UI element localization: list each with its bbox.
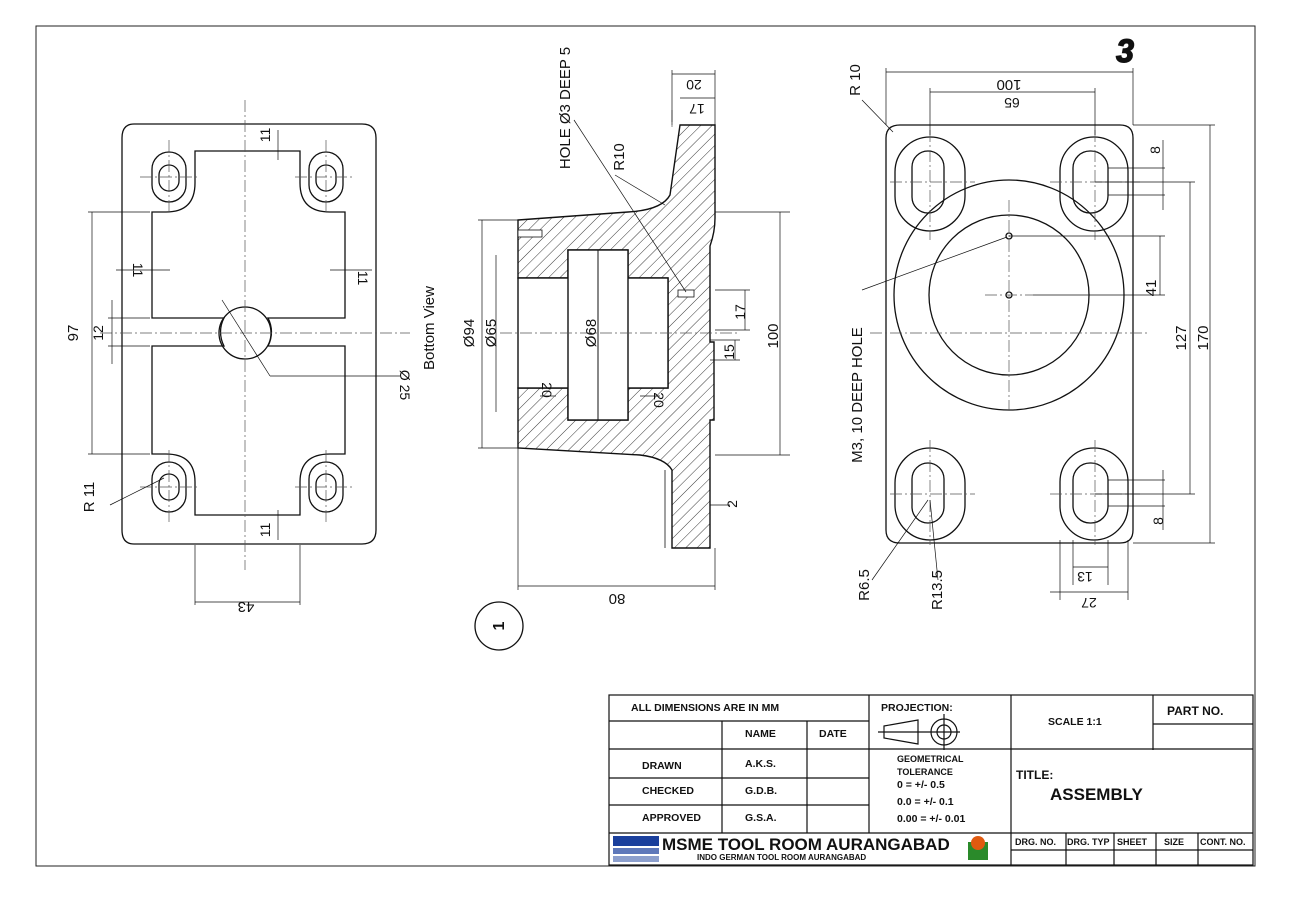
tolerance-2: 0.00 = +/- 0.01 bbox=[897, 813, 966, 825]
tolerance-0: 0 = +/- 0.5 bbox=[897, 779, 945, 791]
dim-20-right: 20 bbox=[651, 392, 667, 408]
msme-logo bbox=[613, 836, 659, 862]
dim-r13-5: R13.5 bbox=[929, 570, 946, 610]
title-label: TITLE: bbox=[1016, 768, 1054, 782]
name-header: NAME bbox=[745, 728, 776, 740]
cont-no-label: CONT. NO. bbox=[1200, 837, 1246, 847]
dim-41: 41 bbox=[1143, 280, 1160, 297]
size-label: SIZE bbox=[1164, 837, 1185, 847]
dim-65: 65 bbox=[1004, 95, 1020, 111]
geometrical-label: GEOMETRICAL bbox=[897, 754, 964, 764]
dim-11-left: 11 bbox=[130, 263, 146, 278]
dim-20-left: 20 bbox=[539, 382, 555, 398]
dim-r11: R 11 bbox=[81, 482, 98, 513]
dim-11-top: 11 bbox=[257, 128, 273, 143]
hole-note: HOLE Ø3 DEEP 5 bbox=[557, 47, 574, 169]
projection-symbol-icon bbox=[878, 714, 960, 750]
bottom-view-centerlines bbox=[100, 100, 410, 570]
dim-r10-top: R 10 bbox=[847, 64, 864, 96]
dim-dia-65: Ø65 bbox=[483, 319, 500, 347]
top-view-dimensions bbox=[861, 68, 1215, 600]
top-view bbox=[885, 124, 1134, 544]
dim-100-section: 100 bbox=[765, 323, 782, 348]
date-header: DATE bbox=[819, 728, 847, 740]
section-view bbox=[517, 124, 716, 549]
drg-no-label: DRG. NO. bbox=[1015, 837, 1057, 847]
dim-97: 97 bbox=[65, 325, 82, 342]
dim-r6-5: R6.5 bbox=[856, 569, 873, 601]
dim-dia-94: Ø94 bbox=[461, 319, 478, 347]
part-balloon bbox=[474, 601, 524, 651]
checked-label: CHECKED bbox=[642, 785, 694, 797]
sheet-border bbox=[35, 25, 1256, 867]
dim-15: 15 bbox=[721, 344, 737, 360]
dim-43: 43 bbox=[238, 598, 255, 615]
dim-100-top: 100 bbox=[996, 76, 1021, 93]
drawing-title: ASSEMBLY bbox=[1050, 785, 1143, 804]
dim-2: 2 bbox=[724, 500, 740, 508]
projection-label: PROJECTION: bbox=[881, 702, 953, 714]
dim-170: 170 bbox=[1195, 325, 1212, 350]
approved-label: APPROVED bbox=[642, 812, 701, 824]
dim-r10-section: R10 bbox=[611, 143, 628, 171]
sheet-label: SHEET bbox=[1117, 837, 1148, 847]
dim-11-bottom: 11 bbox=[257, 523, 273, 538]
m3-hole-note: M3, 10 DEEP HOLE bbox=[849, 327, 866, 463]
dim-27: 27 bbox=[1081, 595, 1097, 611]
bottom-view bbox=[121, 123, 377, 545]
drawn-by: A.K.S. bbox=[745, 758, 776, 770]
dim-80: 80 bbox=[609, 590, 626, 607]
tolerance-label: TOLERANCE bbox=[897, 767, 953, 777]
sheet-number: 3 bbox=[1116, 33, 1134, 69]
dim-8-bottom: 8 bbox=[1150, 517, 1166, 525]
tolerance-1: 0.0 = +/- 0.1 bbox=[897, 796, 954, 808]
dim-127: 127 bbox=[1173, 325, 1190, 350]
dim-12: 12 bbox=[90, 325, 106, 341]
dim-13: 13 bbox=[1077, 569, 1093, 585]
scale-label: SCALE 1:1 bbox=[1048, 716, 1102, 728]
section-view-dimensions bbox=[478, 70, 790, 590]
dim-8-top: 8 bbox=[1147, 146, 1163, 154]
dim-17-top: 17 bbox=[689, 101, 705, 117]
part-no-label: PART NO. bbox=[1167, 704, 1224, 718]
bottom-view-dimensions bbox=[88, 130, 400, 605]
drg-typ-label: DRG. TYP bbox=[1067, 837, 1110, 847]
organization-name: MSME TOOL ROOM AURANGABAD bbox=[662, 835, 950, 854]
dim-11-right: 11 bbox=[355, 271, 371, 286]
drawn-label: DRAWN bbox=[642, 760, 682, 772]
checked-by: G.D.B. bbox=[745, 785, 778, 797]
bottom-view-label: Bottom View bbox=[421, 286, 438, 370]
title-block-grid bbox=[608, 694, 1254, 866]
balloon-number: 1 bbox=[491, 621, 508, 630]
all-dimensions-note: ALL DIMENSIONS ARE IN MM bbox=[631, 702, 780, 714]
igtr-logo bbox=[968, 836, 988, 860]
approved-by: G.S.A. bbox=[745, 812, 777, 824]
dim-dia-25: Ø 25 bbox=[397, 370, 413, 401]
dim-dia-68: Ø68 bbox=[583, 319, 600, 347]
organization-subtitle: INDO GERMAN TOOL ROOM AURANGABAD bbox=[697, 853, 867, 862]
dim-17-section: 17 bbox=[732, 304, 748, 320]
dim-20-top: 20 bbox=[686, 77, 702, 93]
